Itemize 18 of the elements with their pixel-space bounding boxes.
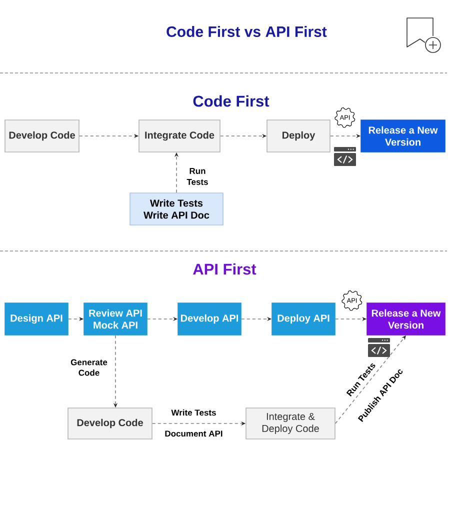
process-box: Integrate & Deploy Code: [246, 408, 336, 440]
edge-label: Run Tests: [183, 167, 212, 186]
process-box: Integrate Code: [138, 120, 220, 152]
process-box: Release a New Version: [366, 302, 446, 336]
edge-label: Write Tests Document API: [165, 409, 222, 437]
process-box: Develop Code: [68, 408, 152, 440]
edge-label: Generate Code: [65, 358, 113, 376]
process-box: Design API: [4, 302, 68, 336]
process-box: Review API Mock API: [84, 302, 148, 336]
section-heading: Code First: [193, 95, 270, 107]
section-heading: API First: [193, 263, 256, 275]
process-box: Deploy: [266, 120, 330, 152]
process-box: Deploy API: [272, 302, 336, 336]
process-box: Release a New Version: [360, 120, 446, 152]
process-box: Write Tests Write API Doc: [130, 192, 224, 226]
process-box: Develop API: [178, 302, 242, 336]
process-box: Develop Code: [4, 120, 80, 152]
title: Code First vs API First: [166, 26, 327, 37]
